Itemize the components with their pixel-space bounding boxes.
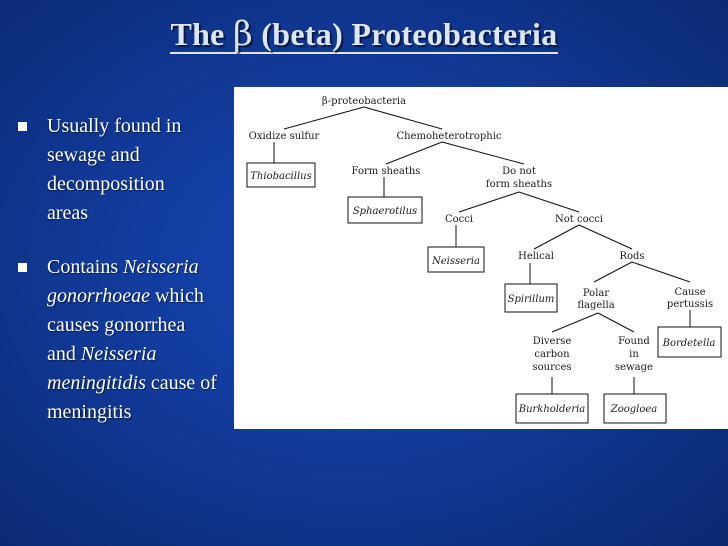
node-chemoheterotrophic: Chemoheterotrophic — [396, 131, 501, 142]
bullet-line: meningitis — [47, 401, 132, 423]
classification-tree-svg: β-proteobacteria Oxidize sulfur Chemohet… — [246, 96, 722, 424]
node-form-sheaths: Form sheaths — [352, 166, 421, 177]
bullet-line: causes gonorrhea — [47, 314, 186, 336]
bullet-line: gonorrhoeae which — [47, 282, 233, 311]
genus-box-bordetella: Bordetella — [657, 326, 722, 358]
bullet-species-text: Neisseria — [80, 343, 157, 365]
node-polar-flagella-line1: Polar — [583, 288, 610, 299]
genus-bordetella: Bordetella — [662, 338, 716, 349]
bullet-species-text: gonorrhoeae — [47, 285, 150, 307]
bullet-line: Usually found in — [47, 115, 182, 137]
edge — [597, 312, 635, 333]
bullet-neisseria: Contains Neisseria gonorrhoeae which cau… — [18, 253, 233, 427]
genus-box-zoogloea: Zoogloea — [603, 393, 667, 424]
bullet-square-icon — [18, 263, 27, 272]
node-found-in-sewage-line1: Found — [618, 336, 650, 347]
bullet-line: and Neisseria — [47, 340, 233, 369]
genus-box-burkholderia: Burkholderia — [515, 393, 589, 424]
genus-neisseria: Neisseria — [431, 256, 480, 267]
classification-tree-diagram: β-proteobacteria Oxidize sulfur Chemohet… — [234, 87, 728, 429]
edge — [578, 224, 633, 250]
bullet-habitat: Usually found in sewage and decompositio… — [18, 112, 233, 228]
title-suffix: (beta) Proteobacteria — [261, 16, 558, 52]
genus-box-neisseria: Neisseria — [427, 246, 485, 273]
node-diverse-carbon-line1: Diverse — [533, 336, 572, 347]
edge — [283, 106, 365, 130]
edge — [518, 191, 580, 213]
genus-burkholderia: Burkholderia — [518, 404, 586, 415]
node-do-not-form-sheaths-line1: Do not — [502, 166, 536, 177]
node-not-cocci: Not cocci — [555, 214, 603, 225]
edge — [593, 261, 633, 283]
bullet-line: sewage and — [47, 144, 140, 166]
edge — [533, 224, 580, 250]
bullet-text: which — [149, 285, 204, 307]
genus-box-frame — [504, 283, 558, 313]
bullet-line: decomposition — [47, 173, 165, 195]
genus-box-frame — [603, 393, 667, 424]
slide-title-text: The β (beta) Proteobacteria — [170, 14, 558, 54]
node-cause-pertussis-line1: Cause — [674, 287, 705, 298]
edge — [385, 141, 443, 165]
node-diverse-carbon-line3: sources — [532, 362, 571, 373]
bullet-text: and — [47, 343, 81, 365]
edge — [441, 141, 525, 165]
node-rods: Rods — [619, 251, 644, 262]
genus-box-frame — [246, 162, 316, 188]
slide-title: The β (beta) Proteobacteria — [0, 14, 728, 54]
genus-zoogloea: Zoogloea — [610, 404, 658, 415]
node-do-not-form-sheaths-line2: form sheaths — [486, 179, 552, 190]
bullet-line: areas — [47, 202, 89, 224]
tree-edges — [273, 106, 691, 394]
title-prefix: The — [170, 16, 225, 52]
genus-box-frame — [515, 393, 589, 424]
node-helical: Helical — [518, 251, 554, 262]
bullet-species-text: meningitidis — [47, 372, 146, 394]
node-found-in-sewage-line3: sewage — [615, 362, 653, 373]
node-oxidize-sulfur: Oxidize sulfur — [249, 131, 320, 142]
bullet-square-icon — [18, 122, 27, 131]
node-polar-flagella-line2: flagella — [577, 300, 614, 311]
bullet-text: Contains — [47, 256, 124, 278]
node-diverse-carbon-line2: carbon — [534, 349, 570, 360]
node-root: β-proteobacteria — [322, 96, 406, 107]
edge — [458, 191, 520, 213]
genus-box-frame — [427, 246, 485, 273]
edge — [551, 312, 599, 333]
genus-spirillum: Spirillum — [508, 294, 555, 305]
bullet-line: meningitidis cause of — [47, 369, 233, 398]
bullet-text: cause of — [145, 372, 217, 394]
node-cocci: Cocci — [445, 214, 473, 225]
genus-thiobacillus: Thiobacillus — [250, 171, 311, 182]
edge — [631, 261, 691, 283]
genus-box-thiobacillus: Thiobacillus — [246, 162, 316, 188]
genus-box-frame — [347, 196, 423, 224]
edge — [363, 106, 443, 130]
genus-box-frame — [657, 326, 722, 358]
node-cause-pertussis-line2: pertussis — [667, 299, 713, 310]
bullet-species-text: Neisseria — [123, 256, 199, 278]
node-found-in-sewage-line2: in — [629, 349, 639, 360]
bullet-line: Contains Neisseria — [47, 253, 233, 282]
bullet-list: Usually found in sewage and decompositio… — [18, 112, 233, 452]
title-beta-symbol: β — [233, 14, 253, 54]
genus-sphaerotilus: Sphaerotilus — [353, 206, 417, 217]
genus-box-spirillum: Spirillum — [504, 283, 558, 313]
genus-box-sphaerotilus: Sphaerotilus — [347, 196, 423, 224]
